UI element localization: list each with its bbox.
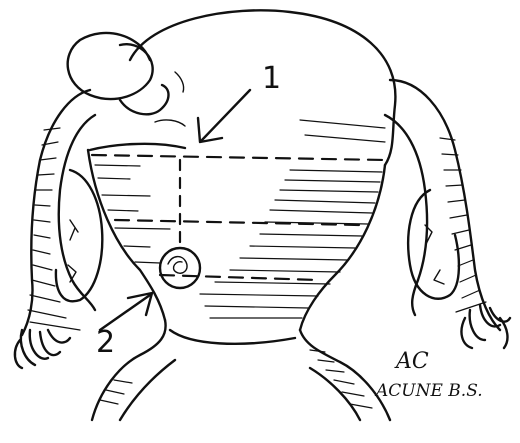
level-lines: [92, 155, 385, 280]
signature-initials: AC: [394, 349, 429, 374]
label-one: 1: [262, 61, 281, 96]
cervix-canal: [92, 320, 390, 420]
left-tube: [15, 90, 102, 368]
right-tube: [385, 80, 510, 348]
arrow-one: [198, 90, 250, 142]
signature-name: ACUNE B.S.: [374, 381, 483, 401]
ovary-loop: [68, 33, 185, 126]
label-two: 2: [96, 325, 115, 360]
uterus-hatching: [95, 120, 385, 318]
artist-signature: AC ACUNE B.S.: [374, 349, 483, 401]
lesion-circle: [160, 248, 200, 288]
